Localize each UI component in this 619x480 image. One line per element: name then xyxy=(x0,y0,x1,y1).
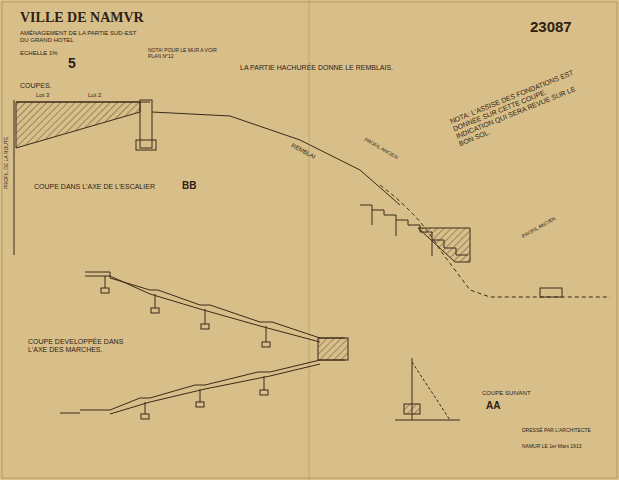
drawing-label: 23087 xyxy=(530,18,572,35)
drawing-label: DRESSÉ PAR L'ARCHITECTE xyxy=(522,428,591,434)
drawing-label: 5 xyxy=(68,55,76,71)
drawing-label: Lot 3 xyxy=(36,92,49,99)
drawing-label: COUPE SUIVANT xyxy=(482,390,531,397)
drawing-label: PROFIL DE LA ROUTE xyxy=(4,137,10,189)
drawing-label: NAMUR LE 1er Mars 1913 xyxy=(522,444,581,450)
drawing-label: COUPE DEVELOPPÉE DANS L'AXE DES MARCHES. xyxy=(28,338,138,354)
drawing-label: Lot 2 xyxy=(88,92,101,99)
drawing-label: AA xyxy=(486,400,500,412)
drawing-label: ECHELLE 1% xyxy=(20,50,58,57)
drawing-label: NOTA! POUR LE MUR A VOIR PLAN N°12 xyxy=(148,48,218,60)
drawing-title: VILLE DE NAMVR xyxy=(20,10,144,26)
drawing-label: AMÉNAGEMENT DE LA PARTIE SUD-EST DU GRAN… xyxy=(20,30,145,44)
drawing-label: LA PARTIE HACHURÉE DONNE LE REMBLAIS. xyxy=(240,64,393,72)
drawing-label: COUPE DANS L'AXE DE L'ESCALIER xyxy=(34,183,155,191)
drawing-label: BB xyxy=(182,180,196,192)
drawing-label: COUPES. xyxy=(20,82,52,90)
